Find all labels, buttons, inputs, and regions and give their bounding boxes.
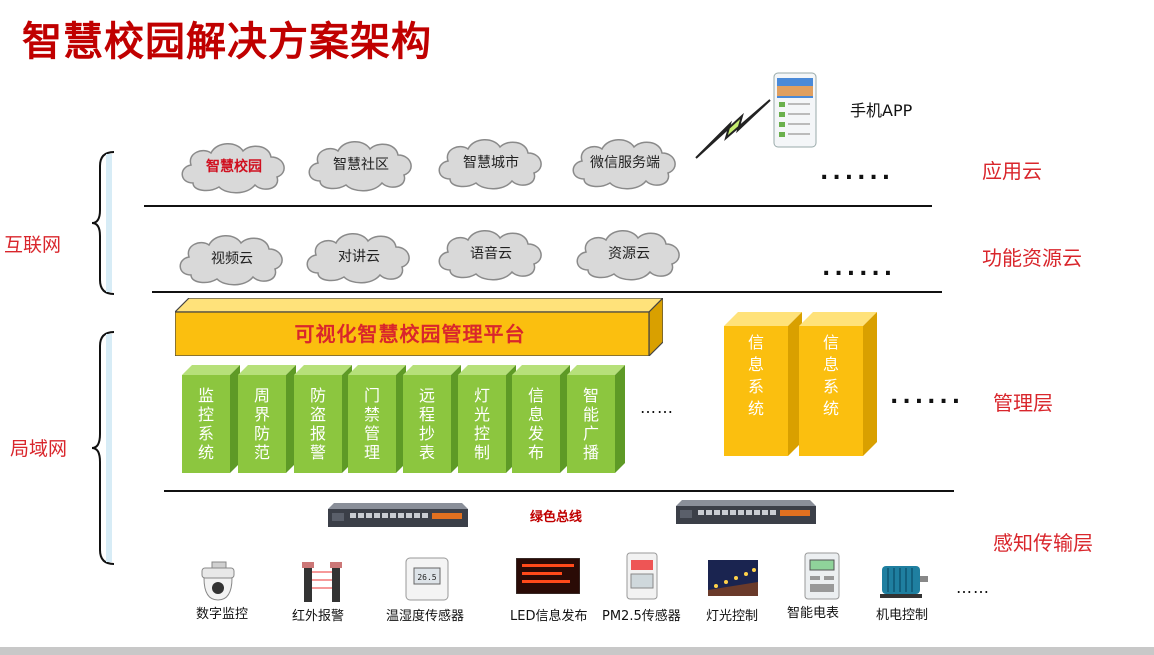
cloud-voice: 语音云 xyxy=(432,224,550,282)
cloud-label: 视频云 xyxy=(211,251,253,267)
subsystem-label: 监控系统 xyxy=(197,386,214,462)
cloud-label: 资源云 xyxy=(608,246,650,262)
lighting-control-icon xyxy=(708,560,758,596)
divider-management xyxy=(164,490,954,492)
platform-label: 可视化智慧校园管理平台 xyxy=(294,321,526,346)
dome-camera-icon xyxy=(201,561,235,601)
led-display-icon xyxy=(516,558,580,594)
layer-label-app-cloud: 应用云 xyxy=(982,159,1042,183)
mobile-app-label: 手机APP xyxy=(850,101,913,120)
cloud-label: 语音云 xyxy=(470,246,512,262)
ellipsis-subsystems: …… xyxy=(640,398,674,417)
info-system-label: 信息系统 xyxy=(747,333,764,418)
phone-icon xyxy=(773,72,817,148)
device-label: PM2.5传感器 xyxy=(602,609,681,624)
page-title: 智慧校园解决方案架构 xyxy=(22,19,432,65)
device-label: 数字监控 xyxy=(196,607,249,622)
cloud-wechat-server: 微信服务端 xyxy=(566,133,684,191)
device-label: 智能电表 xyxy=(787,606,840,621)
footer-bar xyxy=(0,647,1154,655)
device-label: LED信息发布 xyxy=(510,609,588,624)
cloud-label: 对讲云 xyxy=(338,249,380,265)
device-label: 红外报警 xyxy=(292,609,345,624)
subsystem-label: 远程抄表 xyxy=(418,386,435,462)
internet-brace xyxy=(92,151,115,295)
cloud-video: 视频云 xyxy=(173,229,291,287)
lan-brace xyxy=(92,331,115,565)
ellipsis-management: ...... xyxy=(890,384,965,409)
subsystem-label: 信息发布 xyxy=(527,386,544,462)
wireless-signal-icon xyxy=(695,99,771,159)
temp-humidity-sensor-icon: 26.5 xyxy=(405,557,449,601)
svg-text:26.5: 26.5 xyxy=(417,573,436,582)
layer-label-function-cloud: 功能资源云 xyxy=(982,246,1082,270)
ellipsis-app-cloud: ...... xyxy=(820,160,895,185)
cloud-intercom: 对讲云 xyxy=(300,227,418,285)
divider-app-cloud xyxy=(144,205,932,207)
management-platform: 可视化智慧校园管理平台 xyxy=(175,298,663,356)
infrared-alarm-icon xyxy=(302,562,342,602)
device-label: 灯光控制 xyxy=(706,609,759,624)
ellipsis-function-cloud: ...... xyxy=(822,256,897,281)
cloud-label: 智慧校园 xyxy=(206,159,262,175)
pm25-sensor-icon xyxy=(626,552,658,600)
ellipsis-devices: …… xyxy=(956,578,990,597)
motor-icon xyxy=(880,566,928,598)
lan-label: 局域网 xyxy=(10,438,68,460)
cloud-smart-city: 智慧城市 xyxy=(432,133,550,191)
cloud-smart-community: 智慧社区 xyxy=(302,135,420,193)
layer-label-sensing: 感知传输层 xyxy=(993,531,1093,555)
network-switch-right xyxy=(676,500,816,526)
subsystem-label: 防盗报警 xyxy=(309,386,326,462)
cloud-label: 智慧城市 xyxy=(463,155,519,171)
cloud-label: 微信服务端 xyxy=(590,155,660,171)
subsystem-label: 灯光控制 xyxy=(473,386,490,462)
cloud-smart-campus: 智慧校园 xyxy=(175,137,293,195)
subsystem-label: 门禁管理 xyxy=(363,386,380,462)
cloud-label: 智慧社区 xyxy=(333,157,389,173)
subsystem-label: 周界防范 xyxy=(253,386,270,462)
divider-function-cloud xyxy=(152,291,942,293)
smart-meter-icon xyxy=(804,552,840,600)
info-system-label: 信息系统 xyxy=(822,333,839,418)
device-label: 温湿度传感器 xyxy=(386,609,465,624)
layer-label-management: 管理层 xyxy=(993,391,1053,415)
subsystem-label: 智能广播 xyxy=(582,386,599,462)
green-bus-label: 绿色总线 xyxy=(530,510,583,525)
internet-label: 互联网 xyxy=(4,234,62,256)
network-switch-left xyxy=(328,503,468,529)
device-label: 机电控制 xyxy=(876,608,929,623)
cloud-resource: 资源云 xyxy=(570,224,688,282)
